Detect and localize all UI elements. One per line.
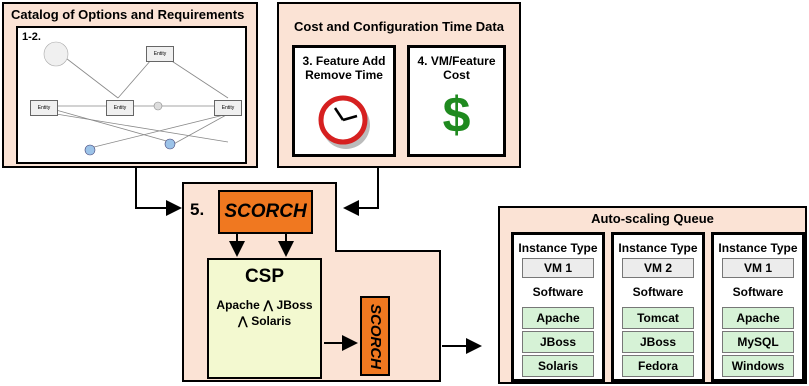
- vm-badge: VM 2: [622, 258, 694, 278]
- vm-cost-label: 4. VM/Feature Cost: [417, 54, 496, 82]
- dollar-icon: $: [442, 87, 471, 143]
- software-label: Software: [732, 285, 784, 299]
- feature-time-label: 3. Feature Add Remove Time: [302, 54, 386, 82]
- scorch-label: SCORCH: [224, 201, 307, 222]
- vm-badge: VM 1: [722, 258, 794, 278]
- catalog-diagram: 1-2. Entity Entity Entity Entity: [16, 26, 247, 164]
- instance-type-label: Instance Type: [618, 241, 698, 255]
- catalog-panel: Catalog of Options and Requirements 1-2.…: [2, 2, 258, 168]
- catalog-step-label: 1-2.: [22, 31, 41, 43]
- network-node-icon: [164, 138, 176, 150]
- software-item: Apache: [522, 307, 594, 329]
- instance-card: Instance Type VM 2 Software Tomcat JBoss…: [611, 232, 705, 382]
- csp-box: CSP Apache ⋀ JBoss ⋀ Solaris: [207, 258, 322, 379]
- instance-card: Instance Type VM 1 Software Apache MySQL…: [711, 232, 805, 382]
- step5-panel-seam: [335, 252, 338, 380]
- software-item: Apache: [722, 307, 794, 329]
- software-item: Solaris: [522, 355, 594, 377]
- software-item: JBoss: [622, 331, 694, 353]
- step5-label: 5.: [190, 200, 205, 219]
- software-item: Fedora: [622, 355, 694, 377]
- software-label: Software: [632, 285, 684, 299]
- instance-card: Instance Type VM 1 Software Apache JBoss…: [511, 232, 605, 382]
- software-item: Tomcat: [622, 307, 694, 329]
- software-label: Software: [532, 285, 584, 299]
- catalog-title: Catalog of Options and Requirements: [11, 7, 245, 22]
- csp-title: CSP: [244, 266, 285, 287]
- queue-title: Auto-scaling Queue: [591, 211, 714, 226]
- network-node-icon: [84, 144, 96, 156]
- software-item: JBoss: [522, 331, 594, 353]
- software-item: MySQL: [722, 331, 794, 353]
- scorch-vertical-label: SCORCH: [366, 303, 384, 369]
- vm-cost-card: 4. VM/Feature Cost $: [407, 45, 506, 157]
- cost-panel: Cost and Configuration Time Data 3. Feat…: [277, 2, 521, 168]
- scorch-vertical-box: SCORCH: [360, 296, 390, 376]
- clock-icon: [318, 95, 370, 149]
- csp-line1: Apache ⋀ JBoss: [216, 298, 313, 312]
- scorch-box: SCORCH: [218, 190, 313, 234]
- entity-graph: [43, 41, 229, 156]
- software-item: Windows: [722, 355, 794, 377]
- arrow-catalog-to-scorch: [135, 168, 182, 216]
- queue-panel: Auto-scaling Queue Instance Type VM 1 So…: [498, 206, 807, 384]
- entity-node: Entity: [30, 100, 58, 116]
- arrow-cost-to-scorch: [343, 168, 379, 216]
- vm-badge: VM 1: [522, 258, 594, 278]
- entity-node: Entity: [146, 46, 174, 62]
- entity-node: Entity: [106, 100, 134, 116]
- instance-type-label: Instance Type: [518, 241, 598, 255]
- entity-node: Entity: [214, 100, 242, 116]
- instance-type-label: Instance Type: [718, 241, 798, 255]
- csp-line2: ⋀ Solaris: [237, 314, 292, 328]
- cost-title: Cost and Configuration Time Data: [294, 19, 504, 34]
- feature-time-card: 3. Feature Add Remove Time: [292, 45, 396, 157]
